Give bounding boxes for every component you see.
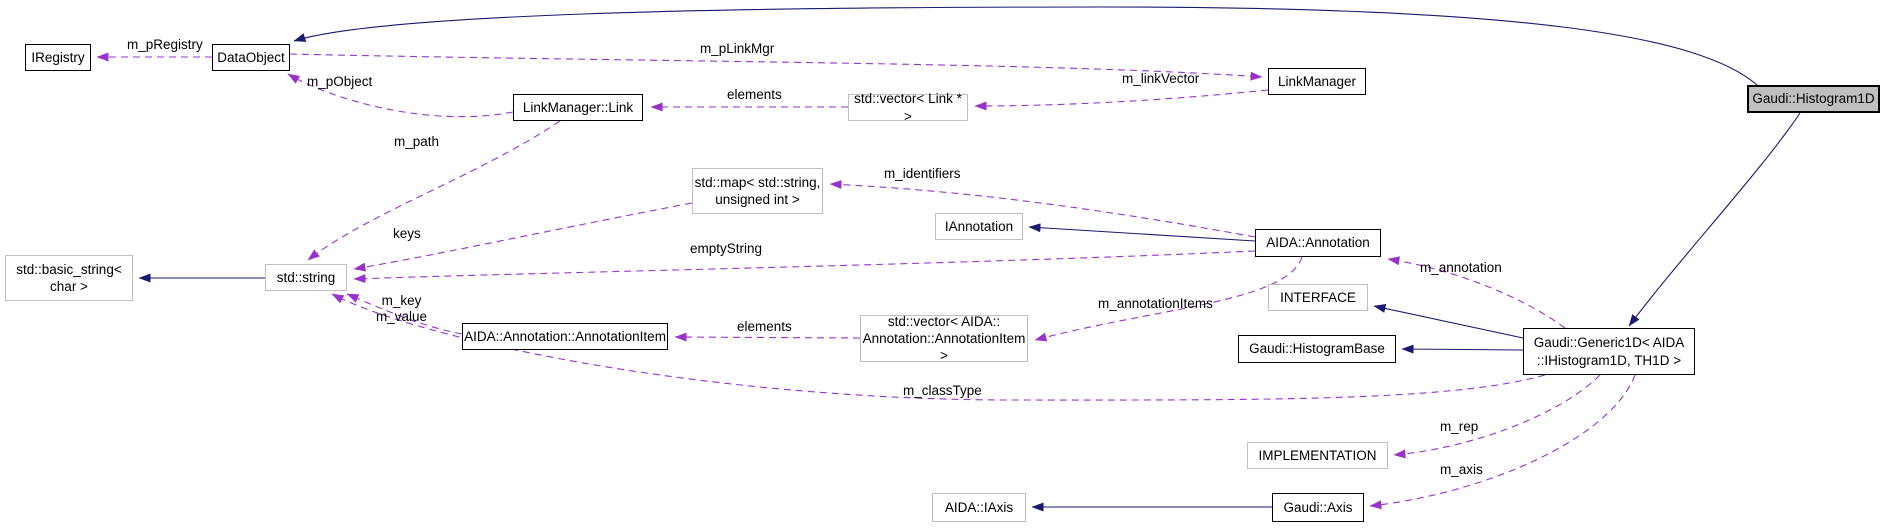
edge-inherit-generic1d-interface: [1373, 304, 1524, 339]
edge-label-m-path: m_path: [394, 134, 440, 149]
edge-use-emptystring: [353, 250, 1256, 284]
node-implementation: IMPLEMENTATION: [1247, 442, 1388, 469]
edge-use-m-pobject: [287, 73, 514, 118]
node-vector-link: std::vector< Link * >: [848, 91, 968, 124]
edge-use-m-annotationitems: [1034, 256, 1303, 342]
edge-inherit-histogram1d-generic1d: [1628, 112, 1801, 327]
edge-use-m-classtype: [331, 293, 1546, 401]
edge-inherit-generic1d-histogrambase: [1401, 344, 1524, 354]
node-map-string-uint: std::map< std::string, unsigned int >: [692, 168, 823, 214]
edge-use-keys: [353, 202, 693, 272]
edge-use-m-path: [307, 120, 561, 261]
edge-label-m-identifiers: m_identifiers: [884, 166, 961, 181]
edge-use-m-identifiers: [829, 180, 1256, 238]
node-annotation-item[interactable]: AIDA::Annotation::AnnotationItem: [462, 323, 668, 350]
node-gaudi-histogram1d: Gaudi::Histogram1D: [1747, 85, 1880, 113]
node-std-string: std::string: [265, 264, 347, 291]
node-basic-string: std::basic_string< char >: [5, 255, 133, 301]
node-gaudi-generic1d[interactable]: Gaudi::Generic1D< AIDA ::IHistogram1D, T…: [1523, 328, 1695, 375]
edge-label-keys: keys: [393, 226, 421, 241]
edge-label-m-pregistry: m_pRegistry: [127, 37, 203, 52]
node-linkmanager[interactable]: LinkManager: [1268, 68, 1366, 95]
edge-use-m-axis: [1369, 374, 1636, 510]
node-gaudi-histogrambase[interactable]: Gaudi::HistogramBase: [1238, 335, 1396, 363]
node-vector-annotationitem: std::vector< AIDA:: Annotation::Annotati…: [860, 314, 1028, 363]
edge-use-m-rep: [1393, 374, 1601, 459]
edge-use-elements-bottom: [674, 332, 861, 342]
edge-use-m-linkvector: [974, 89, 1269, 111]
node-dataobject[interactable]: DataObject: [212, 44, 290, 71]
node-interface: INTERFACE: [1268, 284, 1368, 311]
edge-label-elements-bottom: elements: [737, 319, 792, 334]
node-gaudi-axis[interactable]: Gaudi::Axis: [1272, 493, 1364, 522]
edge-label-m-annotationitems: m_annotationItems: [1098, 296, 1213, 311]
edge-label-m-pobject: m_pObject: [307, 74, 373, 89]
node-linkmanager-link[interactable]: LinkManager::Link: [513, 94, 643, 121]
edge-inherit-annotation-iannotation: [1028, 223, 1256, 242]
node-aida-iaxis: AIDA::IAxis: [932, 493, 1026, 522]
node-aida-annotation[interactable]: AIDA::Annotation: [1255, 229, 1381, 257]
edge-label-m-classtype: m_classType: [903, 383, 982, 398]
edge-use-m-key-m-value: [346, 293, 463, 335]
edge-use-m-annotation: [1387, 256, 1566, 329]
edge-inherit-histogram1d-dataobject: [293, 6, 1758, 86]
edge-label-elements-top: elements: [727, 87, 782, 102]
edge-label-m-annotation: m_annotation: [1420, 260, 1502, 275]
edge-label-m-rep: m_rep: [1440, 419, 1479, 434]
edge-label-m-key-m-value: m_key m_value: [376, 293, 428, 324]
edge-label-m-linkvector: m_linkVector: [1122, 71, 1200, 86]
edge-use-m-plinkmgr: [289, 53, 1263, 81]
node-iregistry[interactable]: IRegistry: [25, 44, 91, 71]
edge-label-m-axis: m_axis: [1440, 462, 1483, 477]
edge-label-m-plinkmgr: m_pLinkMgr: [700, 41, 775, 56]
node-iannotation: IAnnotation: [935, 213, 1023, 240]
edge-label-emptystring: emptyString: [690, 241, 763, 256]
